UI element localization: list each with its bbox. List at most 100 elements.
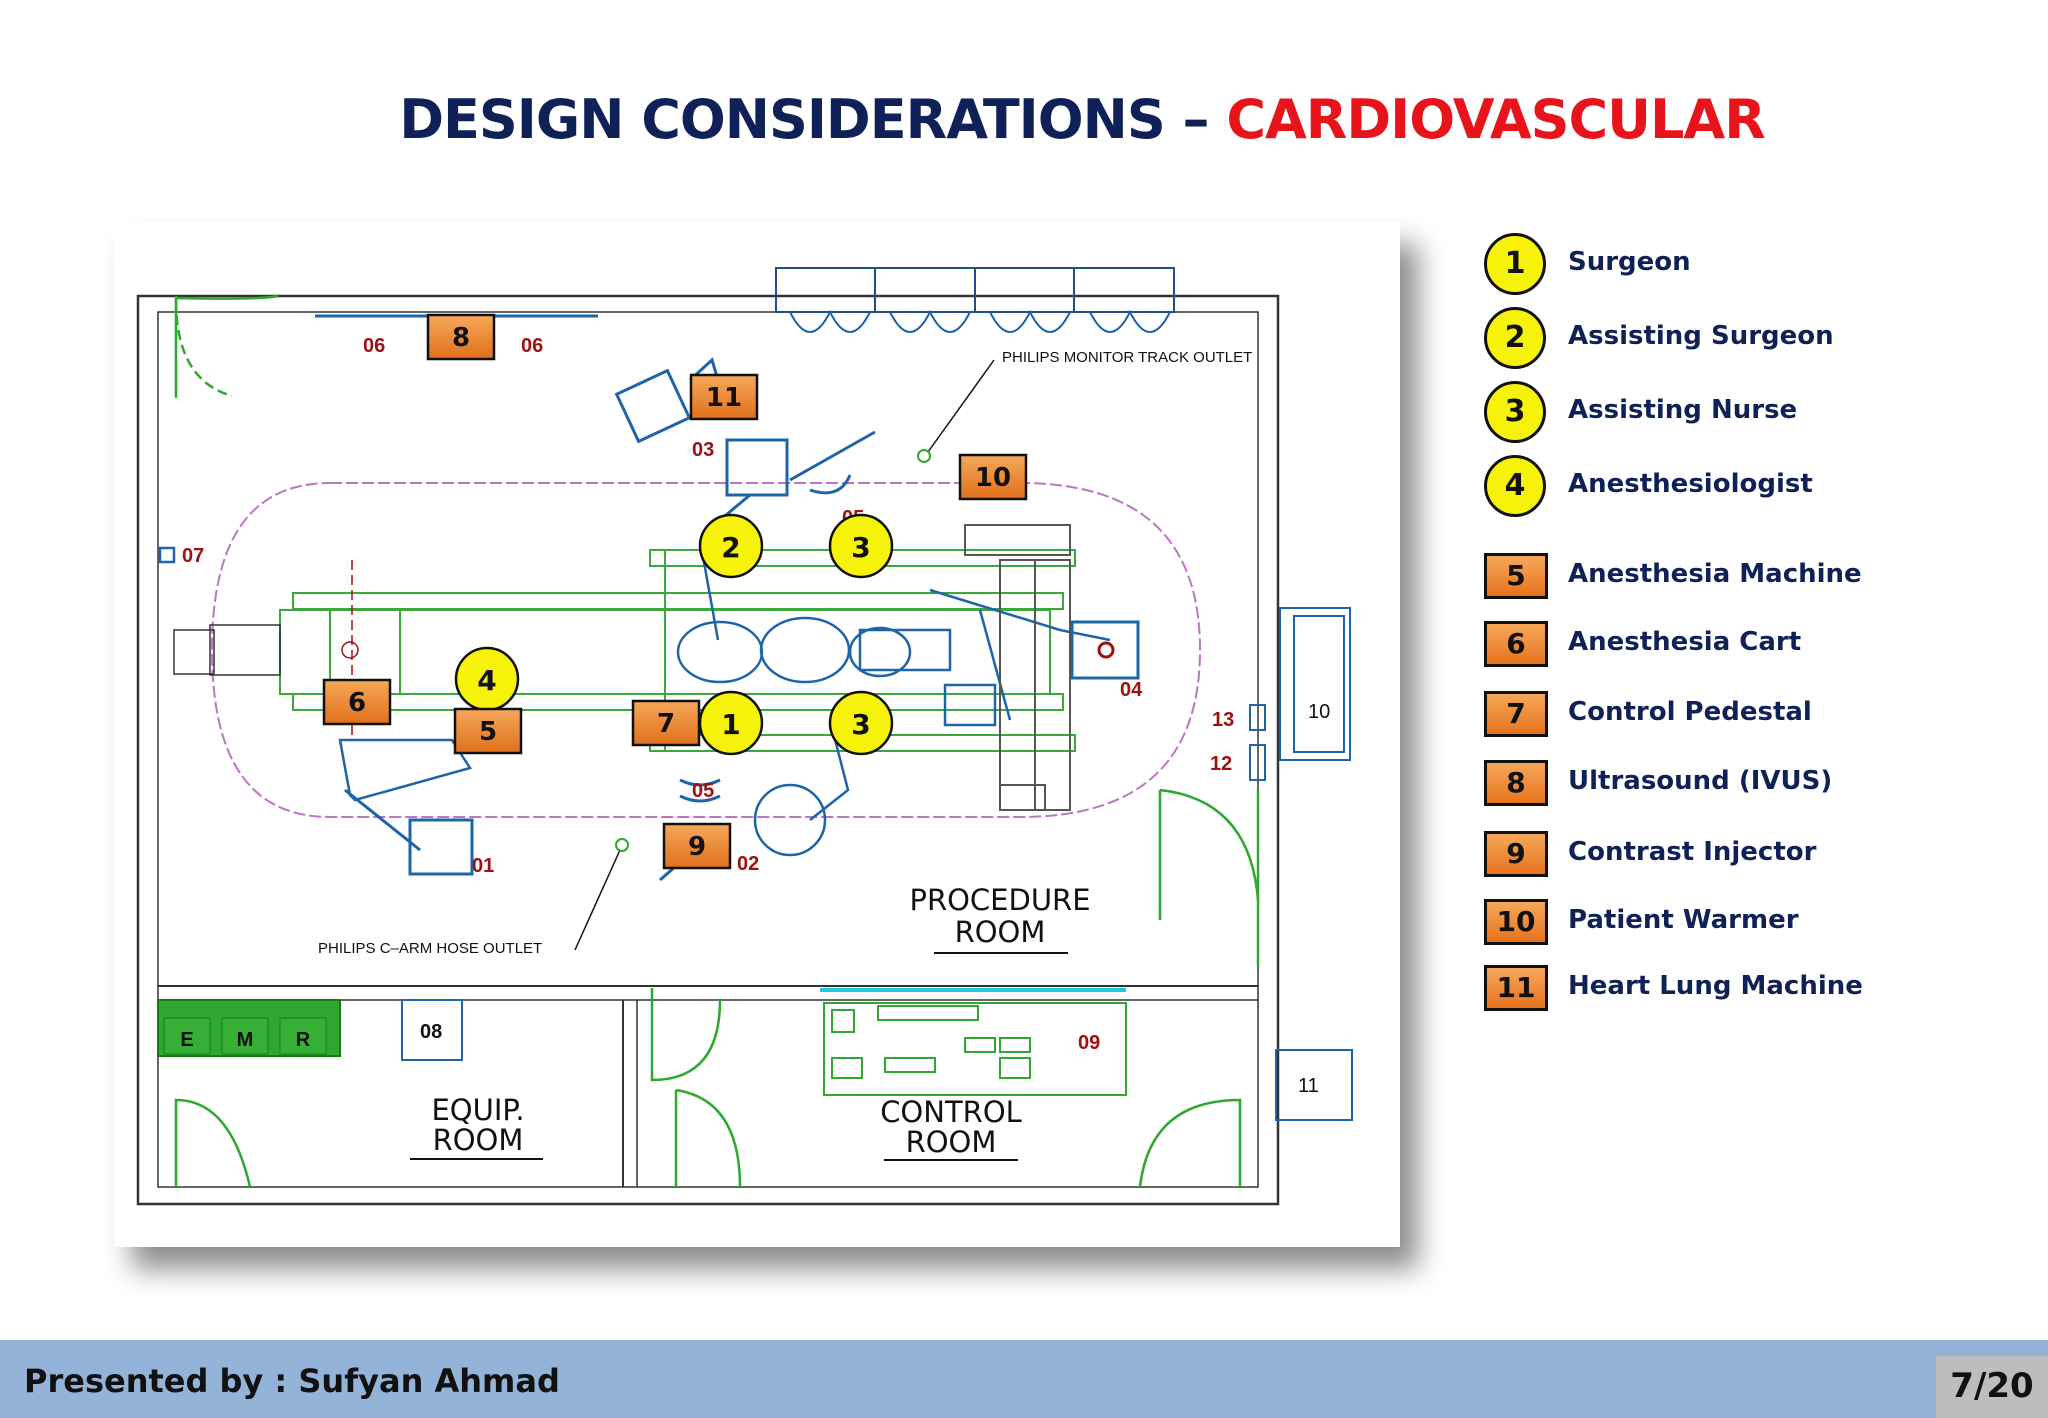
legend-label: Assisting Surgeon	[1568, 321, 1834, 351]
control-room-label-2: ROOM	[906, 1125, 997, 1159]
legend-item-assisting-nurse: 3 Assisting Nurse	[1484, 381, 2044, 447]
control-console	[820, 988, 1127, 1096]
control-room-label-1: CONTROL	[880, 1095, 1022, 1129]
legend-label: Assisting Nurse	[1568, 395, 1798, 425]
legend-label: Anesthesiologist	[1568, 469, 1813, 499]
equipment-marker-icon: 5	[1484, 545, 1550, 611]
legend-item-assisting-surgeon: 2 Assisting Surgeon	[1484, 307, 2044, 373]
svg-text:7: 7	[657, 709, 675, 739]
equipment-marker-6: 6	[322, 678, 392, 726]
equipment-arms	[338, 357, 1140, 882]
ceiling-track	[210, 482, 1202, 818]
equipment-marker-11: 11	[689, 373, 759, 421]
equipment-marker-icon: 7	[1484, 683, 1550, 749]
svg-text:5: 5	[479, 717, 497, 747]
floor-plan-drawing: PHILIPS MONITOR TRACK OUTLET PHILIPS C–A…	[136, 267, 1353, 1206]
svg-text:1: 1	[721, 708, 740, 741]
outlet-label-05-bottom: 05	[692, 780, 714, 802]
equip-label-08: 08	[420, 1021, 442, 1043]
outlet-label-07: 07	[182, 545, 204, 567]
outlet-label-09: 09	[1078, 1032, 1100, 1054]
carm-outlet-label: PHILIPS C–ARM HOSE OUTLET	[318, 940, 542, 957]
outlet-07-symbol	[158, 546, 176, 564]
legend-item-control-pedestal: 7 Control Pedestal	[1484, 683, 2044, 749]
legend-item-ultrasound: 8 Ultrasound (IVUS)	[1484, 752, 2044, 818]
person-marker-3-bottom: 3	[828, 690, 894, 756]
equipment-marker-icon: 8	[1484, 752, 1550, 818]
equipment-marker-9: 9	[662, 822, 732, 870]
monitor-outlet-label: PHILIPS MONITOR TRACK OUTLET	[1002, 349, 1252, 366]
legend-item-contrast-injector: 9 Contrast Injector	[1484, 823, 2044, 889]
carm-outlet-point	[615, 838, 629, 852]
outlet-label-03: 03	[692, 439, 714, 461]
legend-item-heart-lung-machine: 11 Heart Lung Machine	[1484, 957, 2044, 1023]
legend-item-anesthesia-cart: 6 Anesthesia Cart	[1484, 613, 2044, 679]
person-marker-1: 1	[698, 690, 764, 756]
right-equipment	[964, 524, 1071, 811]
svg-text:3: 3	[851, 708, 870, 741]
svg-text:4: 4	[477, 664, 496, 697]
equipment-marker-icon: 11	[1484, 957, 1550, 1023]
equip-08-box	[401, 999, 463, 1061]
outlet-label-02: 02	[737, 853, 759, 875]
person-marker-icon: 2	[1484, 307, 1550, 373]
equipment-marker-10: 10	[958, 453, 1028, 501]
page-number: 7/20	[1936, 1356, 2048, 1418]
svg-text:11: 11	[706, 383, 742, 413]
legend-label: Control Pedestal	[1568, 697, 1812, 727]
outlet-label-01: 01	[472, 855, 494, 877]
equip-room-label-1: EQUIP.	[431, 1093, 524, 1127]
legend-label: Ultrasound (IVUS)	[1568, 766, 1833, 796]
slide-title: DESIGN CONSIDERATIONS – CARDIOVASCULAR	[0, 88, 2048, 151]
legend-label: Anesthesia Cart	[1568, 627, 1802, 657]
footer-bar: Presented by : Sufyan Ahmad 7/20	[0, 1340, 2048, 1418]
legend-item-patient-warmer: 10 Patient Warmer	[1484, 891, 2044, 957]
person-marker-2: 2	[698, 513, 764, 579]
monitor-outlet-leader	[927, 359, 995, 453]
person-marker-4: 4	[454, 646, 520, 712]
svg-text:6: 6	[348, 688, 366, 718]
legend-item-anesthesiologist: 4 Anesthesiologist	[1484, 455, 2044, 521]
emr-label-e: E	[180, 1029, 193, 1051]
equipment-marker-5: 5	[453, 707, 523, 755]
outlet-label-13: 13	[1212, 709, 1234, 731]
equipment-marker-8: 8	[426, 313, 496, 361]
equipment-marker-icon: 6	[1484, 613, 1550, 679]
floor-plan: PHILIPS MONITOR TRACK OUTLET PHILIPS C–A…	[114, 222, 1400, 1247]
ceiling-panels	[775, 267, 1175, 333]
legend: 1 Surgeon 2 Assisting Surgeon 3 Assisting N…	[1484, 0, 2044, 1040]
equipment-marker-icon: 10	[1484, 891, 1550, 957]
emr-cabinets	[157, 999, 341, 1057]
outer-wall	[136, 294, 1280, 1206]
presenter-credit: Presented by : Sufyan Ahmad	[24, 1362, 560, 1400]
legend-label: Patient Warmer	[1568, 905, 1799, 935]
legend-label: Surgeon	[1568, 247, 1691, 277]
table-detail	[676, 539, 1111, 857]
monitor-outlet-point	[917, 449, 931, 463]
legend-label: Contrast Injector	[1568, 837, 1817, 867]
equip-room-label-2: ROOM	[433, 1123, 524, 1157]
person-marker-icon: 4	[1484, 455, 1550, 521]
procedure-room-label-2: ROOM	[955, 915, 1046, 949]
svg-text:9: 9	[688, 832, 706, 862]
wall-label-11: 11	[1298, 1075, 1319, 1097]
equipment-marker-icon: 9	[1484, 823, 1550, 889]
person-marker-icon: 1	[1484, 233, 1550, 299]
svg-text:10: 10	[975, 463, 1011, 493]
emr-label-m: M	[237, 1029, 254, 1051]
inner-wall	[157, 311, 1259, 1188]
procedure-room-label-1: PROCEDURE	[909, 883, 1090, 917]
emr-label-r: R	[296, 1029, 311, 1051]
legend-item-surgeon: 1 Surgeon	[1484, 233, 2044, 299]
svg-text:2: 2	[721, 531, 740, 564]
title-accent: CARDIOVASCULAR	[1226, 88, 1765, 151]
equipment-marker-7: 7	[631, 699, 701, 747]
legend-label: Heart Lung Machine	[1568, 971, 1863, 1001]
doors	[174, 294, 1260, 1188]
person-marker-3-top: 3	[828, 513, 894, 579]
person-marker-icon: 3	[1484, 381, 1550, 447]
svg-text:3: 3	[851, 531, 870, 564]
outlet-label-12: 12	[1210, 753, 1232, 775]
outlet-label-06-right: 06	[521, 335, 543, 357]
